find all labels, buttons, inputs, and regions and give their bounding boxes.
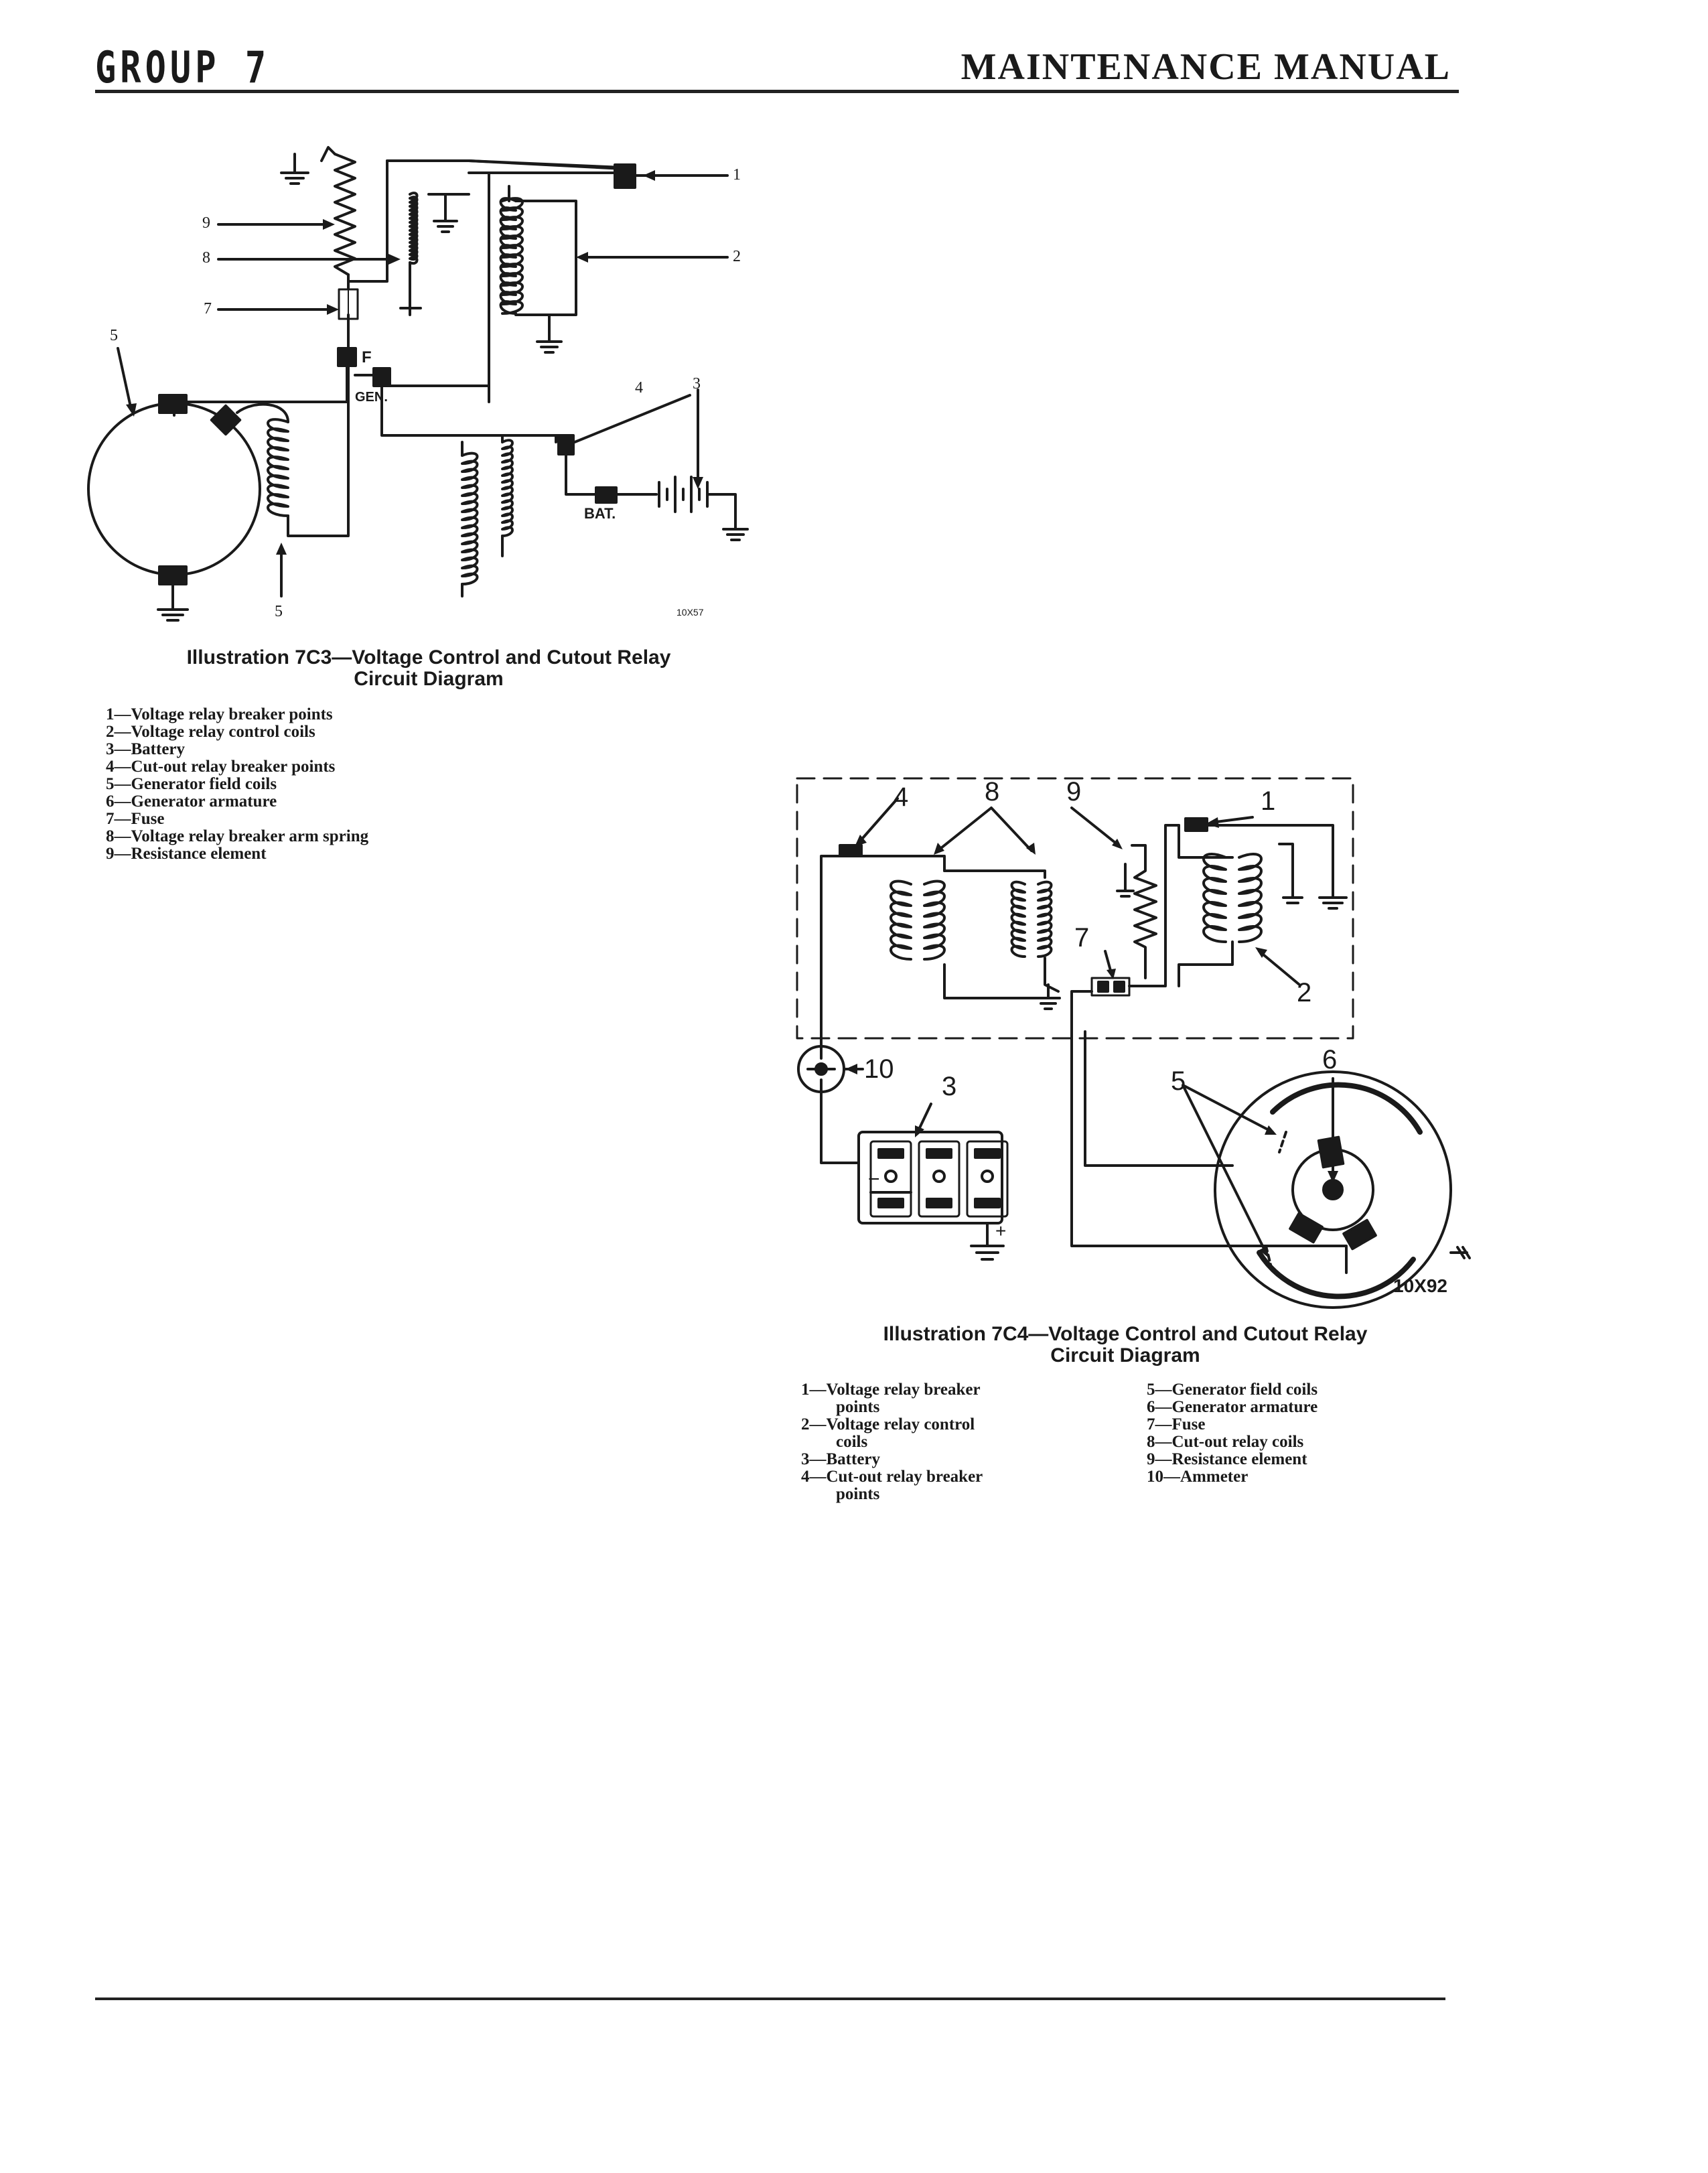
legend-item: 2—Voltage relay control (801, 1415, 975, 1433)
legend-item: coils (836, 1433, 868, 1451)
legend-item: 1—Voltage relay breaker points (106, 705, 333, 723)
fig2-legend-right: 5—Generator field coils 6—Generator arma… (1147, 1381, 1318, 1486)
legend-item: points (836, 1398, 880, 1416)
battery-minus: − (868, 1168, 880, 1190)
legend-item: 2—Voltage relay control coils (106, 723, 315, 741)
fig1-caption-line2: Circuit Diagram (354, 668, 504, 690)
fig1-label-5a: 5 (110, 327, 118, 344)
legend-item: 4—Cut-out relay breaker (801, 1468, 983, 1486)
legend-item: 3—Battery (106, 740, 186, 758)
fig1-legend: 1—Voltage relay breaker points 2—Voltage… (106, 706, 368, 863)
fig1-caption-line1: Illustration 7C3—Voltage Control and Cut… (186, 646, 671, 669)
fig1-label-4: 4 (635, 379, 643, 397)
legend-item: 9—Resistance element (1147, 1450, 1307, 1468)
fig1-label-2: 2 (733, 248, 741, 265)
fig2-caption: Illustration 7C4—Voltage Control and Cut… (831, 1324, 1420, 1366)
fig1-terminal-f: F (362, 348, 372, 366)
battery-plus: + (995, 1220, 1007, 1241)
fig2-label-9: 9 (1066, 777, 1082, 807)
fig1-terminal-gen: GEN. (355, 390, 388, 405)
fig2-label-6: 6 (1322, 1045, 1338, 1074)
fig2-caption-line1: Illustration 7C4—Voltage Control and Cut… (883, 1323, 1368, 1345)
fig1-label-5b: 5 (275, 603, 283, 620)
header-rule (95, 90, 1459, 93)
leader-4 (573, 394, 691, 443)
fig1-code: 10X57 (677, 607, 704, 618)
legend-item: 10—Ammeter (1147, 1468, 1249, 1486)
fig1-label-8: 8 (202, 249, 210, 267)
fig2-label-7: 7 (1074, 923, 1090, 953)
fig2-label-3: 3 (942, 1072, 957, 1101)
legend-item: 5—Generator field coils (1147, 1381, 1318, 1399)
legend-item: points (836, 1485, 880, 1503)
fig2-label-4: 4 (894, 782, 909, 812)
legend-item: 8—Cut-out relay coils (1147, 1433, 1304, 1451)
fig2-label-1: 1 (1261, 786, 1276, 816)
section-group-label: GROUP 7 (95, 43, 271, 93)
legend-item: 1—Voltage relay breaker (801, 1381, 981, 1399)
legend-item: 6—Generator armature (1147, 1398, 1318, 1416)
fig2-caption-line2: Circuit Diagram (1050, 1344, 1200, 1366)
fig1-label-7: 7 (204, 300, 212, 318)
fig2-legend-left: 1—Voltage relay breaker points 2—Voltage… (801, 1381, 983, 1503)
legend-item: 7—Fuse (106, 810, 165, 828)
fig2-label-8: 8 (985, 777, 1000, 807)
fig1-caption: Illustration 7C3—Voltage Control and Cut… (134, 647, 723, 690)
fig1-label-1: 1 (733, 166, 741, 184)
fig2-label-5: 5 (1171, 1066, 1186, 1096)
fig2-label-2: 2 (1297, 978, 1312, 1007)
footer-rule (95, 1997, 1445, 2000)
legend-item: 6—Generator armature (106, 792, 277, 811)
fig1-terminal-bat: BAT. (584, 505, 616, 522)
manual-title: MAINTENANCE MANUAL (960, 46, 1451, 88)
legend-item: 9—Resistance element (106, 845, 267, 863)
legend-item: 4—Cut-out relay breaker points (106, 758, 336, 776)
fig1-label-3: 3 (693, 375, 701, 393)
fig2-label-10: 10 (864, 1054, 894, 1084)
legend-item: 8—Voltage relay breaker arm spring (106, 827, 369, 845)
legend-item: 7—Fuse (1147, 1415, 1206, 1433)
legend-item: 3—Battery (801, 1450, 881, 1468)
legend-item: 5—Generator field coils (106, 775, 277, 793)
fig2-code: 10X92 (1393, 1275, 1447, 1296)
fig1-label-9: 9 (202, 214, 210, 232)
